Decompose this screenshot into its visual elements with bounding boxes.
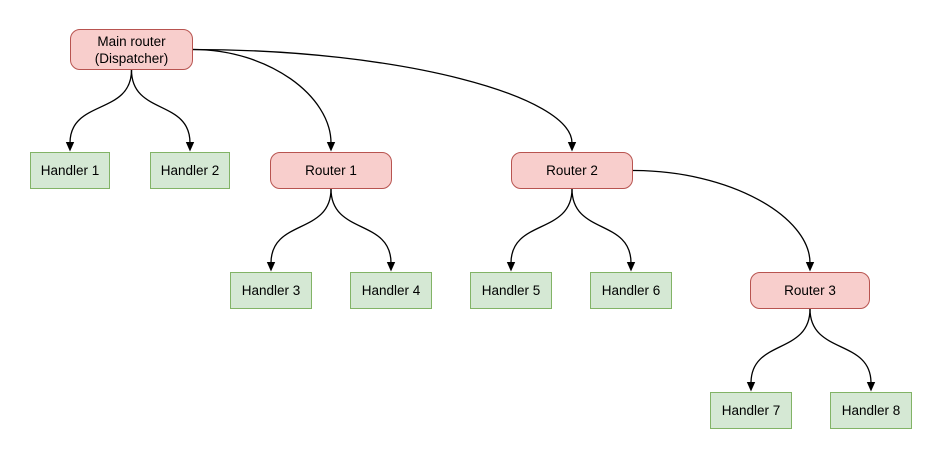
arrowhead-router1-handler3 <box>266 262 276 272</box>
node-label: Router 3 <box>784 283 836 298</box>
arrowhead-main-handler2 <box>185 142 195 152</box>
node-router1: Router 1 <box>270 152 392 189</box>
edge-router2-router3 <box>632 169 811 264</box>
arrowhead-router3-handler8 <box>866 382 876 392</box>
node-label: Handler 7 <box>721 403 781 418</box>
node-label: Router 2 <box>546 163 598 178</box>
node-main: Main router(Dispatcher) <box>70 29 193 70</box>
node-handler4: Handler 4 <box>350 272 432 309</box>
edge-main-handler1 <box>69 69 133 144</box>
node-handler5: Handler 5 <box>470 272 552 309</box>
edge-router3-handler8 <box>809 308 872 384</box>
node-label: Handler 8 <box>841 403 901 418</box>
edge-router1-handler4 <box>330 188 392 264</box>
node-label: (Dispatcher) <box>94 50 169 66</box>
edge-main-router2 <box>192 48 573 144</box>
edge-router1-handler3 <box>270 188 332 264</box>
node-label: Main router <box>97 33 166 49</box>
node-router2: Router 2 <box>511 152 633 189</box>
node-handler2: Handler 2 <box>150 152 230 189</box>
node-handler1: Handler 1 <box>30 152 110 189</box>
node-handler8: Handler 8 <box>830 392 912 429</box>
node-label: Handler 2 <box>160 163 220 178</box>
node-label: Router 1 <box>305 163 357 178</box>
edge-router2-handler6 <box>571 188 632 264</box>
node-label: Handler 4 <box>361 283 421 298</box>
node-label: Handler 1 <box>40 163 100 178</box>
edge-router3-handler7 <box>750 308 811 384</box>
node-router3: Router 3 <box>750 272 870 309</box>
node-handler7: Handler 7 <box>710 392 792 429</box>
arrowhead-main-handler1 <box>65 142 75 152</box>
node-handler3: Handler 3 <box>230 272 312 309</box>
arrowhead-router2-handler6 <box>626 262 636 272</box>
node-label: Handler 3 <box>241 283 301 298</box>
edge-main-router1 <box>192 48 332 144</box>
node-handler6: Handler 6 <box>590 272 672 309</box>
edge-main-handler2 <box>130 69 191 144</box>
arrowhead-router3-handler7 <box>746 382 756 392</box>
edge-router2-handler5 <box>510 188 573 264</box>
arrowhead-router2-handler5 <box>506 262 516 272</box>
arrowhead-main-router1 <box>326 142 336 152</box>
arrowhead-router2-router3 <box>805 262 815 272</box>
arrowhead-router1-handler4 <box>386 262 396 272</box>
node-label: Handler 6 <box>601 283 661 298</box>
arrowhead-main-router2 <box>567 142 577 152</box>
node-label: Handler 5 <box>481 283 541 298</box>
